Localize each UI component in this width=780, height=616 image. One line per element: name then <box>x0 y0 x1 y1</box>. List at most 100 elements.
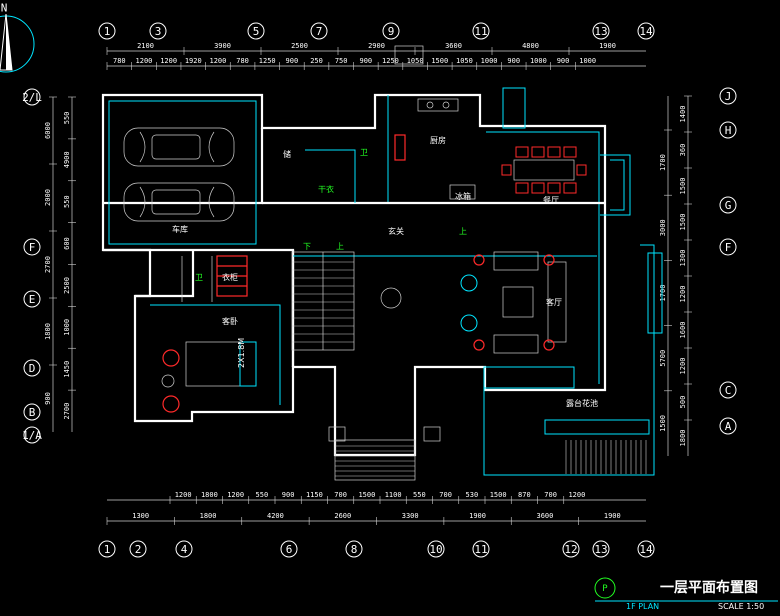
dimension-label: 700 <box>334 491 347 499</box>
dimension-label: 550 <box>256 491 269 499</box>
dimension-label: 1200 <box>679 358 687 375</box>
dimension-label: 1000 <box>63 319 71 336</box>
dimension-label: 900 <box>286 57 299 65</box>
dimension-label: 500 <box>679 396 687 409</box>
grid-bubble: 14 <box>637 540 655 558</box>
dimension-label: 1920 <box>185 57 202 65</box>
dimension-label: 3600 <box>537 512 554 520</box>
grid-bubble-label: J <box>725 90 732 103</box>
grid-bubble-label: 1/A <box>22 429 42 442</box>
grid-bubble: 1 <box>98 22 116 40</box>
grid-bubble: 1/A <box>22 426 42 444</box>
grid-bubble-label: 1 <box>104 25 111 38</box>
room-label-living: 客厅 <box>546 297 562 307</box>
dimension-label: 1500 <box>679 214 687 231</box>
plan-title: 一层平面布置图 <box>660 579 758 596</box>
grid-bubble: 6 <box>280 540 298 558</box>
dimension-label: 1500 <box>431 57 448 65</box>
room-label-pantry: 冰箱 <box>455 191 471 201</box>
dimension-label: 1900 <box>599 42 616 50</box>
dimension-label: 3900 <box>214 42 231 50</box>
dimension-label: 1200 <box>227 491 244 499</box>
grid-bubble-label: F <box>29 241 36 254</box>
dimension-label: 1800 <box>44 323 52 340</box>
title-badge: P <box>602 584 608 594</box>
dimension-label: 1250 <box>382 57 399 65</box>
dining-table <box>501 146 587 194</box>
dimension-label: 1000 <box>481 57 498 65</box>
grid-bubble-label: 7 <box>316 25 323 38</box>
grid-bubble: 11 <box>472 540 490 558</box>
grid-bubble-label: 14 <box>639 25 653 38</box>
dimension-label: 1700 <box>659 154 667 171</box>
grid-bubble-label: 13 <box>594 543 607 556</box>
grid-bubble: 8 <box>345 540 363 558</box>
dimension-lines <box>52 50 689 522</box>
grid-bubble: E <box>23 290 41 308</box>
grid-bubble-label: H <box>725 124 732 137</box>
kitchen-counter <box>394 98 476 200</box>
dimension-label: 550 <box>413 491 426 499</box>
dimension-label: 530 <box>466 491 479 499</box>
room-label-closet: 衣柜 <box>222 272 238 282</box>
dimension-label: 1250 <box>259 57 276 65</box>
dimension-label: 1500 <box>490 491 507 499</box>
stair-down-label: 下 <box>303 242 311 251</box>
grid-bubble-label: B <box>29 406 36 419</box>
dimension-label: 900 <box>44 392 52 405</box>
dimension-label: 700 <box>544 491 557 499</box>
dimension-label: 1200 <box>160 57 177 65</box>
room-label-kitchen: 厨房 <box>430 135 446 145</box>
dimension-label: 1000 <box>530 57 547 65</box>
dimension-label: 1600 <box>679 322 687 339</box>
dimension-label: 780 <box>236 57 249 65</box>
dimension-label: 1200 <box>175 491 192 499</box>
grid-bubble-label: 9 <box>388 25 395 38</box>
grid-bubble-label: 10 <box>429 543 442 556</box>
dimension-label: 1050 <box>456 57 473 65</box>
dimension-label: 1500 <box>679 178 687 195</box>
dimension-label: 1800 <box>200 512 217 520</box>
dimension-label: 1000 <box>579 57 596 65</box>
dimension-label: 900 <box>557 57 570 65</box>
plan-scale: SCALE 1:50 <box>718 602 764 611</box>
grid-bubble: 1 <box>98 540 116 558</box>
grid-bubble-label: 4 <box>181 543 188 556</box>
dimension-label: 3000 <box>659 219 667 236</box>
dimension-label: 1900 <box>604 512 621 520</box>
grid-bubble-label: 13 <box>594 25 607 38</box>
grid-bubble-label: 1 <box>104 543 111 556</box>
grid-bubble: 11 <box>472 22 490 40</box>
dimension-label: 250 <box>310 57 323 65</box>
grid-bubble-label: F <box>725 241 732 254</box>
dimension-label: 900 <box>507 57 520 65</box>
living-room-sofa-set <box>460 251 567 354</box>
dimension-label: 1200 <box>568 491 585 499</box>
dimension-label: 3600 <box>445 42 462 50</box>
dimension-label: 900 <box>282 491 295 499</box>
dimension-label: 360 <box>679 144 687 157</box>
dimension-label: 2500 <box>291 42 308 50</box>
room-label-dining: 餐厅 <box>543 196 559 205</box>
dimension-label: 550 <box>63 112 71 125</box>
grid-bubble: 2/L <box>22 88 42 106</box>
room-label-garage: 车库 <box>172 224 188 234</box>
grid-bubble-label: 11 <box>474 25 487 38</box>
foyer-ornament <box>380 287 402 309</box>
dimension-label: 780 <box>113 57 126 65</box>
grid-bubble-label: 14 <box>639 543 653 556</box>
grid-bubble-label: 2 <box>135 543 142 556</box>
room-label-bath2: 卫 <box>195 273 203 282</box>
room-label-foyer: 玄关 <box>388 226 404 236</box>
room-label-laundry: 干衣 <box>318 184 334 194</box>
dimension-label: 550 <box>63 195 71 208</box>
dimension-label: 1200 <box>679 286 687 303</box>
dimension-label: 3300 <box>402 512 419 520</box>
dimension-label: 2700 <box>63 403 71 420</box>
grid-bubble-label: 8 <box>351 543 358 556</box>
dimension-label: 1300 <box>679 250 687 267</box>
